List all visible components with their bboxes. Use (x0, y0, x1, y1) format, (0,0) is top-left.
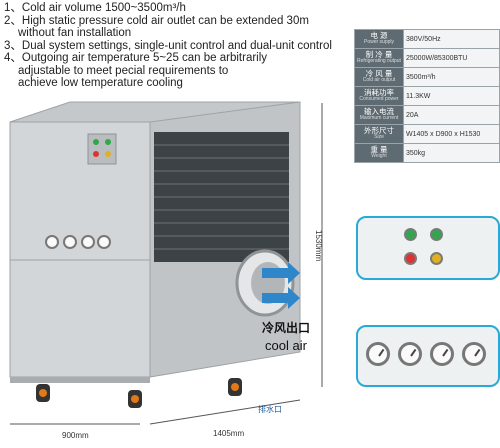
cool-air-label-cn: 冷风出口 (262, 321, 311, 335)
unit-front (9, 121, 151, 378)
feature-2: 2、High static pressure cold air outlet c… (4, 14, 309, 27)
feature-4-cont-2: achieve low temperature cooling (18, 77, 183, 89)
caster-wheel (128, 390, 142, 408)
green-button-icon (404, 228, 417, 241)
caster-wheel (36, 384, 50, 402)
spec-key: 重 量 (370, 145, 388, 154)
spec-key-en: Power supply (363, 39, 394, 45)
control-panel-closeup (356, 216, 500, 280)
feature-3: 3、Dual system settings, single-unit cont… (4, 39, 332, 52)
spec-key: 电 源 (370, 31, 388, 40)
spec-key-en: Cold air output (362, 77, 396, 83)
air-conditioner-unit (9, 101, 323, 425)
cool-air-arrow (262, 262, 300, 284)
gauge-panel-closeup (356, 325, 500, 387)
cool-air-label-en: cool air (265, 338, 307, 353)
spec-value: 20A (403, 105, 500, 125)
spec-key: 制 冷 量 (365, 50, 393, 59)
feature-1: 1、Cold air volume 1500~3500m³/h (4, 2, 186, 14)
gauge-icon (430, 342, 454, 366)
spec-key: 消耗功率 (364, 88, 394, 97)
spec-value: 350kg (403, 143, 500, 163)
spec-key: 冷 风 量 (365, 69, 393, 78)
feature-4-cont-1: adjustable to meet pecial requirements t… (18, 64, 229, 77)
spec-key-en: Size (374, 134, 384, 140)
gauge-icon (462, 342, 486, 366)
spec-value: 11.3KW (403, 86, 500, 106)
spec-value: 380V/50Hz (403, 29, 500, 49)
red-button-icon (404, 252, 417, 265)
front-control-panel (87, 133, 117, 165)
spec-value: 25000W/85300BTU (403, 48, 500, 68)
gauge-icon (366, 342, 390, 366)
green-button-icon (430, 228, 443, 241)
spec-key: 外形尺寸 (364, 126, 394, 135)
feature-4: 4、Outgoing air temperature 5~25 can be a… (4, 52, 268, 64)
gauge-icon (398, 342, 422, 366)
spec-key-en: Weight (371, 153, 387, 159)
caster-wheel (228, 378, 242, 396)
spec-key: 输入电流 (364, 107, 394, 116)
feature-list: 1、Cold air volume 1500~3500m³/h 2、High s… (4, 2, 374, 90)
drain-outlet-label: 排水口 (258, 405, 282, 414)
feature-2-cont: without fan installation (18, 27, 132, 39)
width-dimension: 1405mm (213, 429, 245, 438)
spec-value: 3500m³/h (403, 67, 500, 87)
spec-key-en: Refrigerating output (357, 58, 401, 64)
spec-key-en: Maximum current (359, 115, 399, 121)
spec-value: W1405 x D900 x H1530 (403, 124, 500, 144)
depth-dimension: 900mm (62, 431, 89, 440)
yellow-button-icon (430, 252, 443, 265)
cool-air-arrow (262, 287, 300, 309)
height-dimension: 1530mm (314, 230, 323, 262)
spec-key-en: Consumed power (359, 96, 399, 102)
